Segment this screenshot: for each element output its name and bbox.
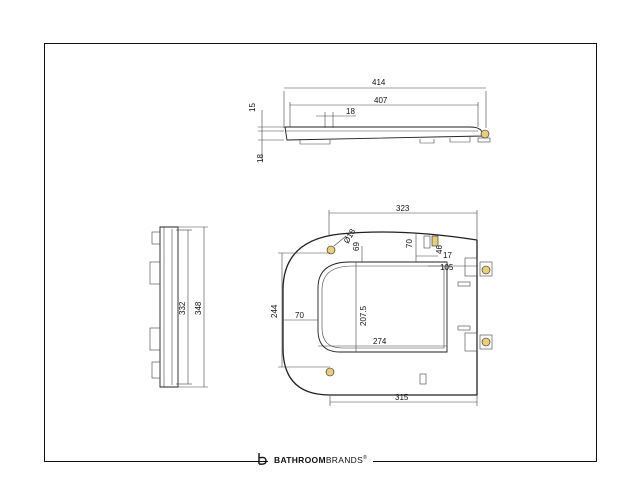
dim-244: 244 bbox=[270, 304, 279, 318]
plan-view: 323 315 244 70 207.5 274 Ø18 69 70 46 17 bbox=[270, 204, 493, 406]
brand-part1: BATHROOM bbox=[274, 455, 326, 465]
dim-207-5: 207.5 bbox=[359, 305, 368, 326]
bumper-top-icon bbox=[326, 245, 336, 255]
dim-69: 69 bbox=[352, 242, 361, 251]
dim-17: 17 bbox=[443, 251, 452, 260]
brand-part2: BRANDS bbox=[325, 455, 364, 465]
side-view: 332 348 bbox=[149, 226, 208, 388]
dim-315: 315 bbox=[395, 393, 409, 402]
dim-70-hinge: 70 bbox=[405, 239, 414, 248]
dim-46: 46 bbox=[435, 245, 444, 254]
bumper-bottom-icon bbox=[325, 367, 335, 377]
brand-mark: ® bbox=[363, 455, 368, 462]
dim-323: 323 bbox=[396, 204, 410, 213]
dim-70-left: 70 bbox=[295, 311, 304, 320]
top-view: 414 407 18 15 18 bbox=[248, 78, 491, 163]
dim-407: 407 bbox=[374, 96, 388, 105]
hinge-slot-icon bbox=[431, 235, 439, 247]
b-logo-icon bbox=[258, 453, 267, 465]
dim-15: 15 bbox=[248, 103, 257, 112]
dim-274: 274 bbox=[373, 337, 387, 346]
hinge-top-icon bbox=[481, 265, 491, 275]
hinge-bottom-icon bbox=[481, 337, 491, 347]
brand-name: BATHROOMBRANDS® bbox=[268, 455, 374, 465]
dim-105: 105 bbox=[440, 263, 454, 272]
dim-332: 332 bbox=[178, 301, 187, 315]
dim-348: 348 bbox=[194, 301, 203, 315]
dim-18-bottom: 18 bbox=[256, 154, 265, 163]
hinge-side-icon bbox=[480, 129, 490, 139]
dim-18-hinge: 18 bbox=[346, 107, 355, 116]
dim-414: 414 bbox=[372, 78, 386, 87]
